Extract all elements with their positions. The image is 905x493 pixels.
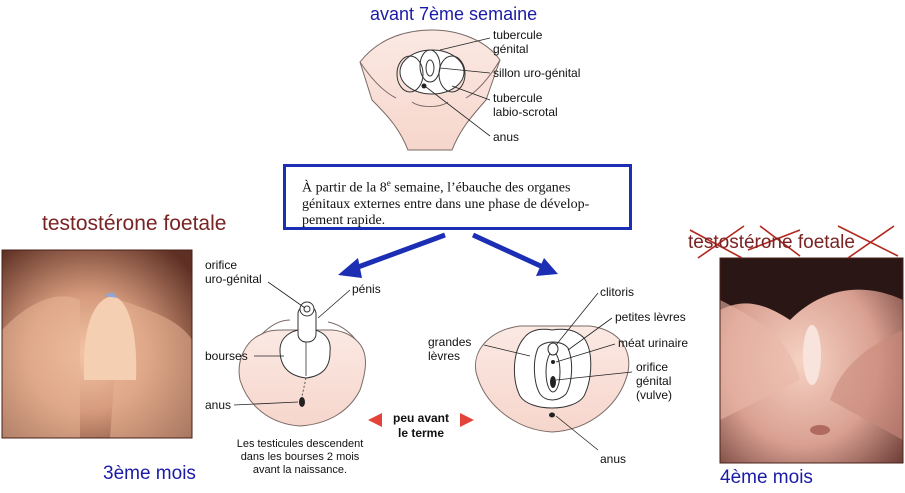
label-line: orifice [636,360,669,374]
strike-cross-marks [689,225,899,259]
label-tubercule-genital: tubercule génital [493,28,542,56]
caption-line: dans les bourses 2 mois [240,451,360,463]
early-stage-title: avant 7ème semaine [370,4,538,24]
female-genitalia-drawing [474,292,633,451]
label-line: génital [493,42,529,56]
arrow-to-male [338,232,446,278]
label-line: grandes [428,335,472,349]
label-clitoris: clitoris [600,285,635,299]
label-line: génital [636,374,672,388]
label-tubercule-labio-scrotal: tubercule labio-scrotal [493,91,558,119]
label-orifice-uro-genital: orifice uro-génital [205,258,262,286]
label-4eme-mois: 4ème mois [720,467,813,488]
label-line: lèvres [428,349,461,363]
caption-line: avant la naissance. [252,464,348,476]
label-orifice-genital: orifice génital (vulve) [636,360,672,402]
caption-line: Les testicules descendent [236,438,364,450]
label-anus-early: anus [493,130,520,144]
title-testosterone-present: testostérone foetale [42,212,227,235]
label-petites-levres: petites lèvres [615,310,686,324]
info-box: À partir de la 8e semaine, l’ébauche des… [283,164,632,230]
caption-testicles: Les testicules descendent dans les bours… [236,438,364,477]
info-box-line-3: pement rapide. [302,212,386,228]
photo-female-fetus [719,257,904,464]
label-3eme-mois: 3ème mois [103,463,196,484]
label-line: labio-scrotal [493,105,558,119]
label-grandes-levres: grandes lèvres [428,335,471,363]
title-testosterone-absent: testostérone foetale [688,232,855,253]
label-penis: pénis [352,282,381,296]
label-line: (vulve) [636,388,673,402]
label-anus-female: anus [600,452,627,466]
arrow-right-red [460,413,474,427]
label-sillon-uro-genital: sillon uro-génital [493,66,581,80]
info-box-line-1: À partir de la 8e semaine, l’ébauche des… [302,178,571,196]
male-genitalia-drawing [233,281,366,427]
label-line: uro-génital [205,272,262,286]
label-line: le terme [397,426,445,440]
early-embryo-drawing [359,29,501,151]
photo-male-fetus [1,249,193,439]
arrow-left-red [368,413,382,427]
label-anus-male: anus [205,398,232,412]
label-bourses: bourses [205,349,248,363]
label-meat-urinaire: méat urinaire [618,336,689,350]
label-line: tubercule [493,91,543,105]
arrow-to-female [471,232,558,276]
label-peu-avant-le-terme: peu avant le terme [385,411,457,441]
label-line: peu avant [392,411,449,425]
info-box-line-2: génitaux externes entre dans une phase d… [302,196,590,212]
label-line: orifice [205,258,238,272]
label-line: tubercule [493,28,543,42]
